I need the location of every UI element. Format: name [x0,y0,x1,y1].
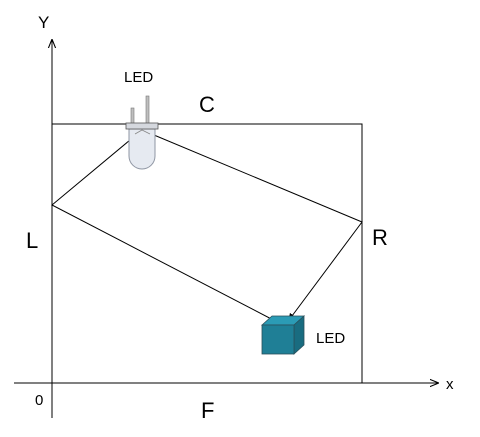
x-axis-label: x [446,376,454,393]
origin-label: 0 [35,392,43,409]
edge-label-left: L [26,228,38,253]
edge-label-top: C [199,92,215,117]
target-led-cube-icon [260,315,306,355]
ray-path-left [51,129,282,325]
ray-path-right [141,129,363,321]
target-led-label: LED [316,330,345,347]
edge-label-right: R [372,225,388,250]
enclosure-box [51,123,363,384]
source-led-label: LED [124,69,153,86]
y-axis-label: Y [38,13,49,32]
edge-label-bottom: F [201,398,214,423]
led-bulb-icon [125,95,159,170]
